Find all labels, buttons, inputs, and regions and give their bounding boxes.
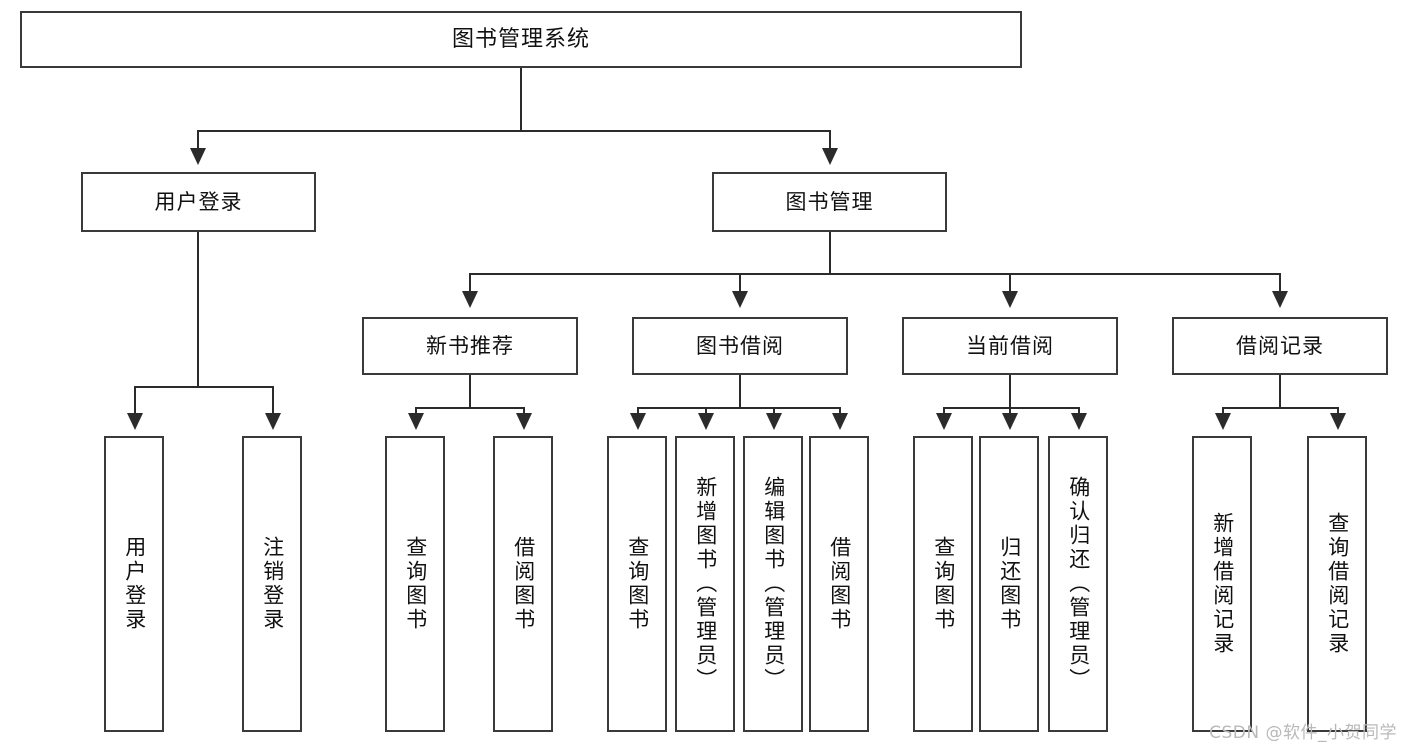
node-user-login[interactable]: 用户登录: [81, 172, 316, 232]
connector-userlogin-drop-2: [272, 386, 274, 415]
connector-newbook-stem: [469, 375, 471, 408]
arrow-to-book-manage: [822, 148, 838, 165]
connector-currentborrow-drop-2: [1009, 407, 1011, 415]
arrow-to-leaf-add-book: [698, 413, 714, 430]
arrow-to-borrow-record: [1272, 291, 1288, 308]
connector-borrowrecord-drop-1: [1222, 407, 1224, 415]
leaf-query-book-c[interactable]: 查询图书: [913, 436, 973, 732]
node-label: 借阅记录: [1236, 333, 1324, 358]
node-new-book-recommend[interactable]: 新书推荐: [362, 317, 578, 375]
node-label: 注销登录: [260, 536, 285, 632]
node-label: 当前借阅: [966, 333, 1054, 358]
connector-currentborrow-drop-1: [943, 407, 945, 415]
node-label: 借阅图书: [827, 536, 852, 632]
connector-bookmgmt-drop-4: [1279, 273, 1281, 293]
arrow-to-leaf-logout: [265, 413, 281, 430]
node-borrow-record[interactable]: 借阅记录: [1172, 317, 1388, 375]
arrow-to-new-book-rec: [462, 291, 478, 308]
node-label: 新增借阅记录: [1210, 512, 1235, 656]
connector-bookmgmt-stem: [829, 232, 831, 274]
node-label: 编辑图书（管理员）: [761, 476, 786, 692]
connector-bookmgmt-drop-1: [469, 273, 471, 293]
leaf-add-borrow-record[interactable]: 新增借阅记录: [1192, 436, 1252, 732]
node-label: 查询图书: [625, 536, 650, 632]
node-label: 图书管理: [785, 189, 874, 214]
connector-bookborrow-drop-2: [705, 407, 707, 415]
node-book-borrow[interactable]: 图书借阅: [632, 317, 848, 375]
connector-root-drop-2: [829, 130, 831, 150]
connector-userlogin-stem: [197, 232, 199, 387]
leaf-return-book[interactable]: 归还图书: [979, 436, 1039, 732]
leaf-query-book-a[interactable]: 查询图书: [385, 436, 445, 732]
node-label: 用户登录: [154, 189, 243, 214]
arrow-to-leaf-return-book: [1002, 413, 1018, 430]
node-label: 查询图书: [403, 536, 428, 632]
connector-root-bus: [197, 130, 831, 132]
connector-newbook-drop-1: [415, 407, 417, 415]
arrow-to-leaf-query-book-c: [936, 413, 952, 430]
connector-bookmgmt-drop-3: [1009, 273, 1011, 293]
leaf-user-login[interactable]: 用户登录: [104, 436, 164, 732]
arrow-to-leaf-confirm-return: [1071, 413, 1087, 430]
connector-newbook-bus: [415, 407, 525, 409]
arrow-to-leaf-borrow-book-b: [832, 413, 848, 430]
leaf-logout[interactable]: 注销登录: [242, 436, 302, 732]
connector-bookborrow-drop-3: [773, 407, 775, 415]
connector-borrowrecord-drop-2: [1337, 407, 1339, 415]
node-book-management[interactable]: 图书管理: [712, 172, 947, 232]
connector-userlogin-drop-1: [134, 386, 136, 415]
node-label: 图书管理系统: [451, 26, 590, 52]
leaf-borrow-book-b[interactable]: 借阅图书: [809, 436, 869, 732]
node-label: 图书借阅: [696, 333, 784, 358]
node-label: 借阅图书: [511, 536, 536, 632]
connector-root-drop-1: [197, 130, 199, 150]
connector-bookborrow-bus: [637, 407, 841, 409]
node-label: 归还图书: [997, 536, 1022, 632]
leaf-edit-book-admin[interactable]: 编辑图书（管理员）: [743, 436, 803, 732]
connector-bookborrow-drop-1: [637, 407, 639, 415]
node-current-borrow[interactable]: 当前借阅: [902, 317, 1118, 375]
arrow-to-book-borrow: [732, 291, 748, 308]
arrow-to-leaf-add-record: [1215, 413, 1231, 430]
connector-bookmgmt-bus: [469, 273, 1281, 275]
leaf-borrow-book-a[interactable]: 借阅图书: [493, 436, 553, 732]
connector-root-stem: [520, 68, 522, 131]
leaf-confirm-return-admin[interactable]: 确认归还（管理员）: [1048, 436, 1108, 732]
connector-borrowrecord-bus: [1222, 407, 1339, 409]
connector-bookborrow-drop-4: [839, 407, 841, 415]
connector-currentborrow-bus: [943, 407, 1080, 409]
connector-currentborrow-stem: [1009, 375, 1011, 408]
arrow-to-current-borrow: [1002, 291, 1018, 308]
node-label: 查询图书: [931, 536, 956, 632]
arrow-to-leaf-edit-book: [766, 413, 782, 430]
connector-newbook-drop-2: [523, 407, 525, 415]
arrow-to-leaf-user-login: [127, 413, 143, 430]
connector-bookmgmt-drop-2: [739, 273, 741, 293]
connector-borrowrecord-stem: [1279, 375, 1281, 408]
arrow-to-leaf-query-book-b: [630, 413, 646, 430]
node-root-system[interactable]: 图书管理系统: [20, 11, 1022, 68]
arrow-to-leaf-query-record: [1330, 413, 1346, 430]
arrow-to-user-login: [190, 148, 206, 165]
node-label: 用户登录: [122, 536, 147, 632]
connector-userlogin-bus: [134, 386, 274, 388]
arrow-to-leaf-query-book-a: [408, 413, 424, 430]
node-label: 查询借阅记录: [1325, 512, 1350, 656]
connector-bookborrow-stem: [739, 375, 741, 408]
arrow-to-leaf-borrow-book-a: [516, 413, 532, 430]
node-label: 确认归还（管理员）: [1066, 476, 1091, 692]
connector-currentborrow-drop-3: [1078, 407, 1080, 415]
leaf-add-book-admin[interactable]: 新增图书（管理员）: [675, 436, 735, 732]
node-label: 新增图书（管理员）: [693, 476, 718, 692]
node-label: 新书推荐: [426, 333, 514, 358]
leaf-query-book-b[interactable]: 查询图书: [607, 436, 667, 732]
leaf-query-borrow-record[interactable]: 查询借阅记录: [1307, 436, 1367, 732]
